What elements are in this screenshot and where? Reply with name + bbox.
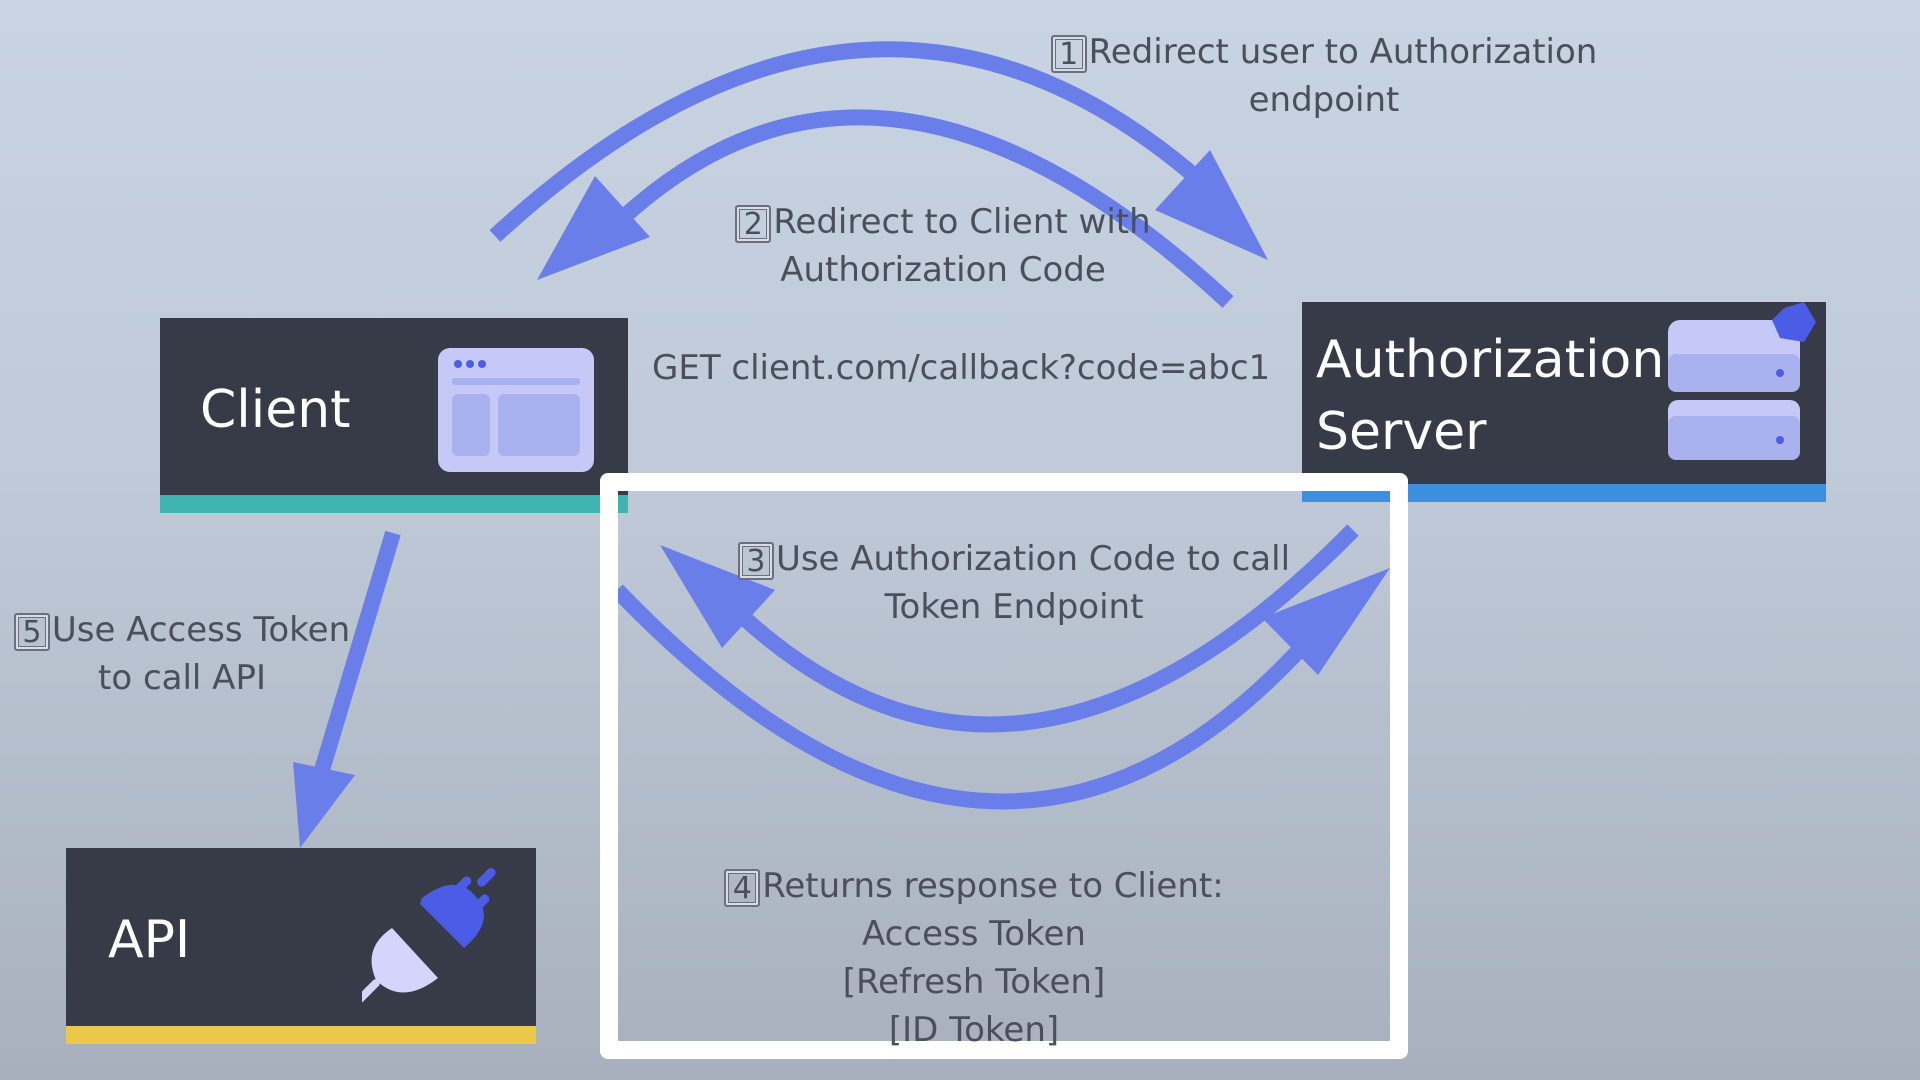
arrow-step-3 (719, 524, 1359, 733)
auth-server-title-line2: Server (1316, 402, 1487, 462)
arrowhead-step-5 (293, 762, 355, 848)
step-4-text-line3: [Refresh Token] (842, 962, 1106, 1002)
step-4-text-line2: Access Token (862, 914, 1086, 954)
callback-url: GET client.com/callback?code=abc1 (652, 348, 1271, 388)
step-5-number: 5 (13, 612, 50, 651)
step-4-text-line4: [ID Token] (888, 1010, 1060, 1050)
auth-server-title-line1: Authorization (1316, 330, 1665, 390)
client-title: Client (200, 380, 351, 440)
step-2-number: 2 (735, 204, 772, 243)
step-2-text-line2: Authorization Code (780, 250, 1106, 290)
client-strip (160, 495, 628, 513)
server-stack-icon (1668, 302, 1816, 460)
step-5-text-line2: to call API (98, 658, 266, 698)
client-box: Client (160, 318, 628, 513)
step-1-number: 1 (1050, 34, 1087, 73)
arrow-step-1 (489, 41, 1211, 242)
arrow-step-5 (314, 530, 401, 773)
step-3-number: 3 (737, 541, 774, 580)
token-exchange-highlight (600, 473, 1408, 1059)
arrowhead-step-2 (537, 176, 650, 280)
step-3-text-line2: Token Endpoint (884, 587, 1144, 627)
auth-server-box: Authorization Server (1302, 302, 1826, 502)
api-strip (66, 1026, 536, 1044)
step-5-text-line1: Use Access Token (51, 610, 351, 650)
step-3-text-line1: Use Authorization Code to call (775, 539, 1291, 579)
arrowhead-step-4 (1262, 568, 1390, 675)
arrowhead-step-3 (660, 545, 775, 648)
step-1-text-line2: endpoint (1248, 80, 1400, 120)
auth-server-strip (1302, 484, 1826, 502)
step-1-text-line1: Redirect user to Authorization (1088, 32, 1598, 72)
arrowhead-step-1 (1155, 150, 1268, 260)
plug-icon (362, 868, 496, 1003)
api-box: API (66, 848, 536, 1044)
step-4-number: 4 (724, 868, 761, 907)
browser-window-icon (438, 348, 594, 472)
arrow-step-2 (599, 109, 1234, 308)
api-title: API (108, 910, 191, 970)
step-2-text-line1: Redirect to Client with (773, 202, 1151, 242)
step-4-text-line1: Returns response to Client: (762, 866, 1224, 906)
arrow-step-4 (611, 584, 1337, 810)
